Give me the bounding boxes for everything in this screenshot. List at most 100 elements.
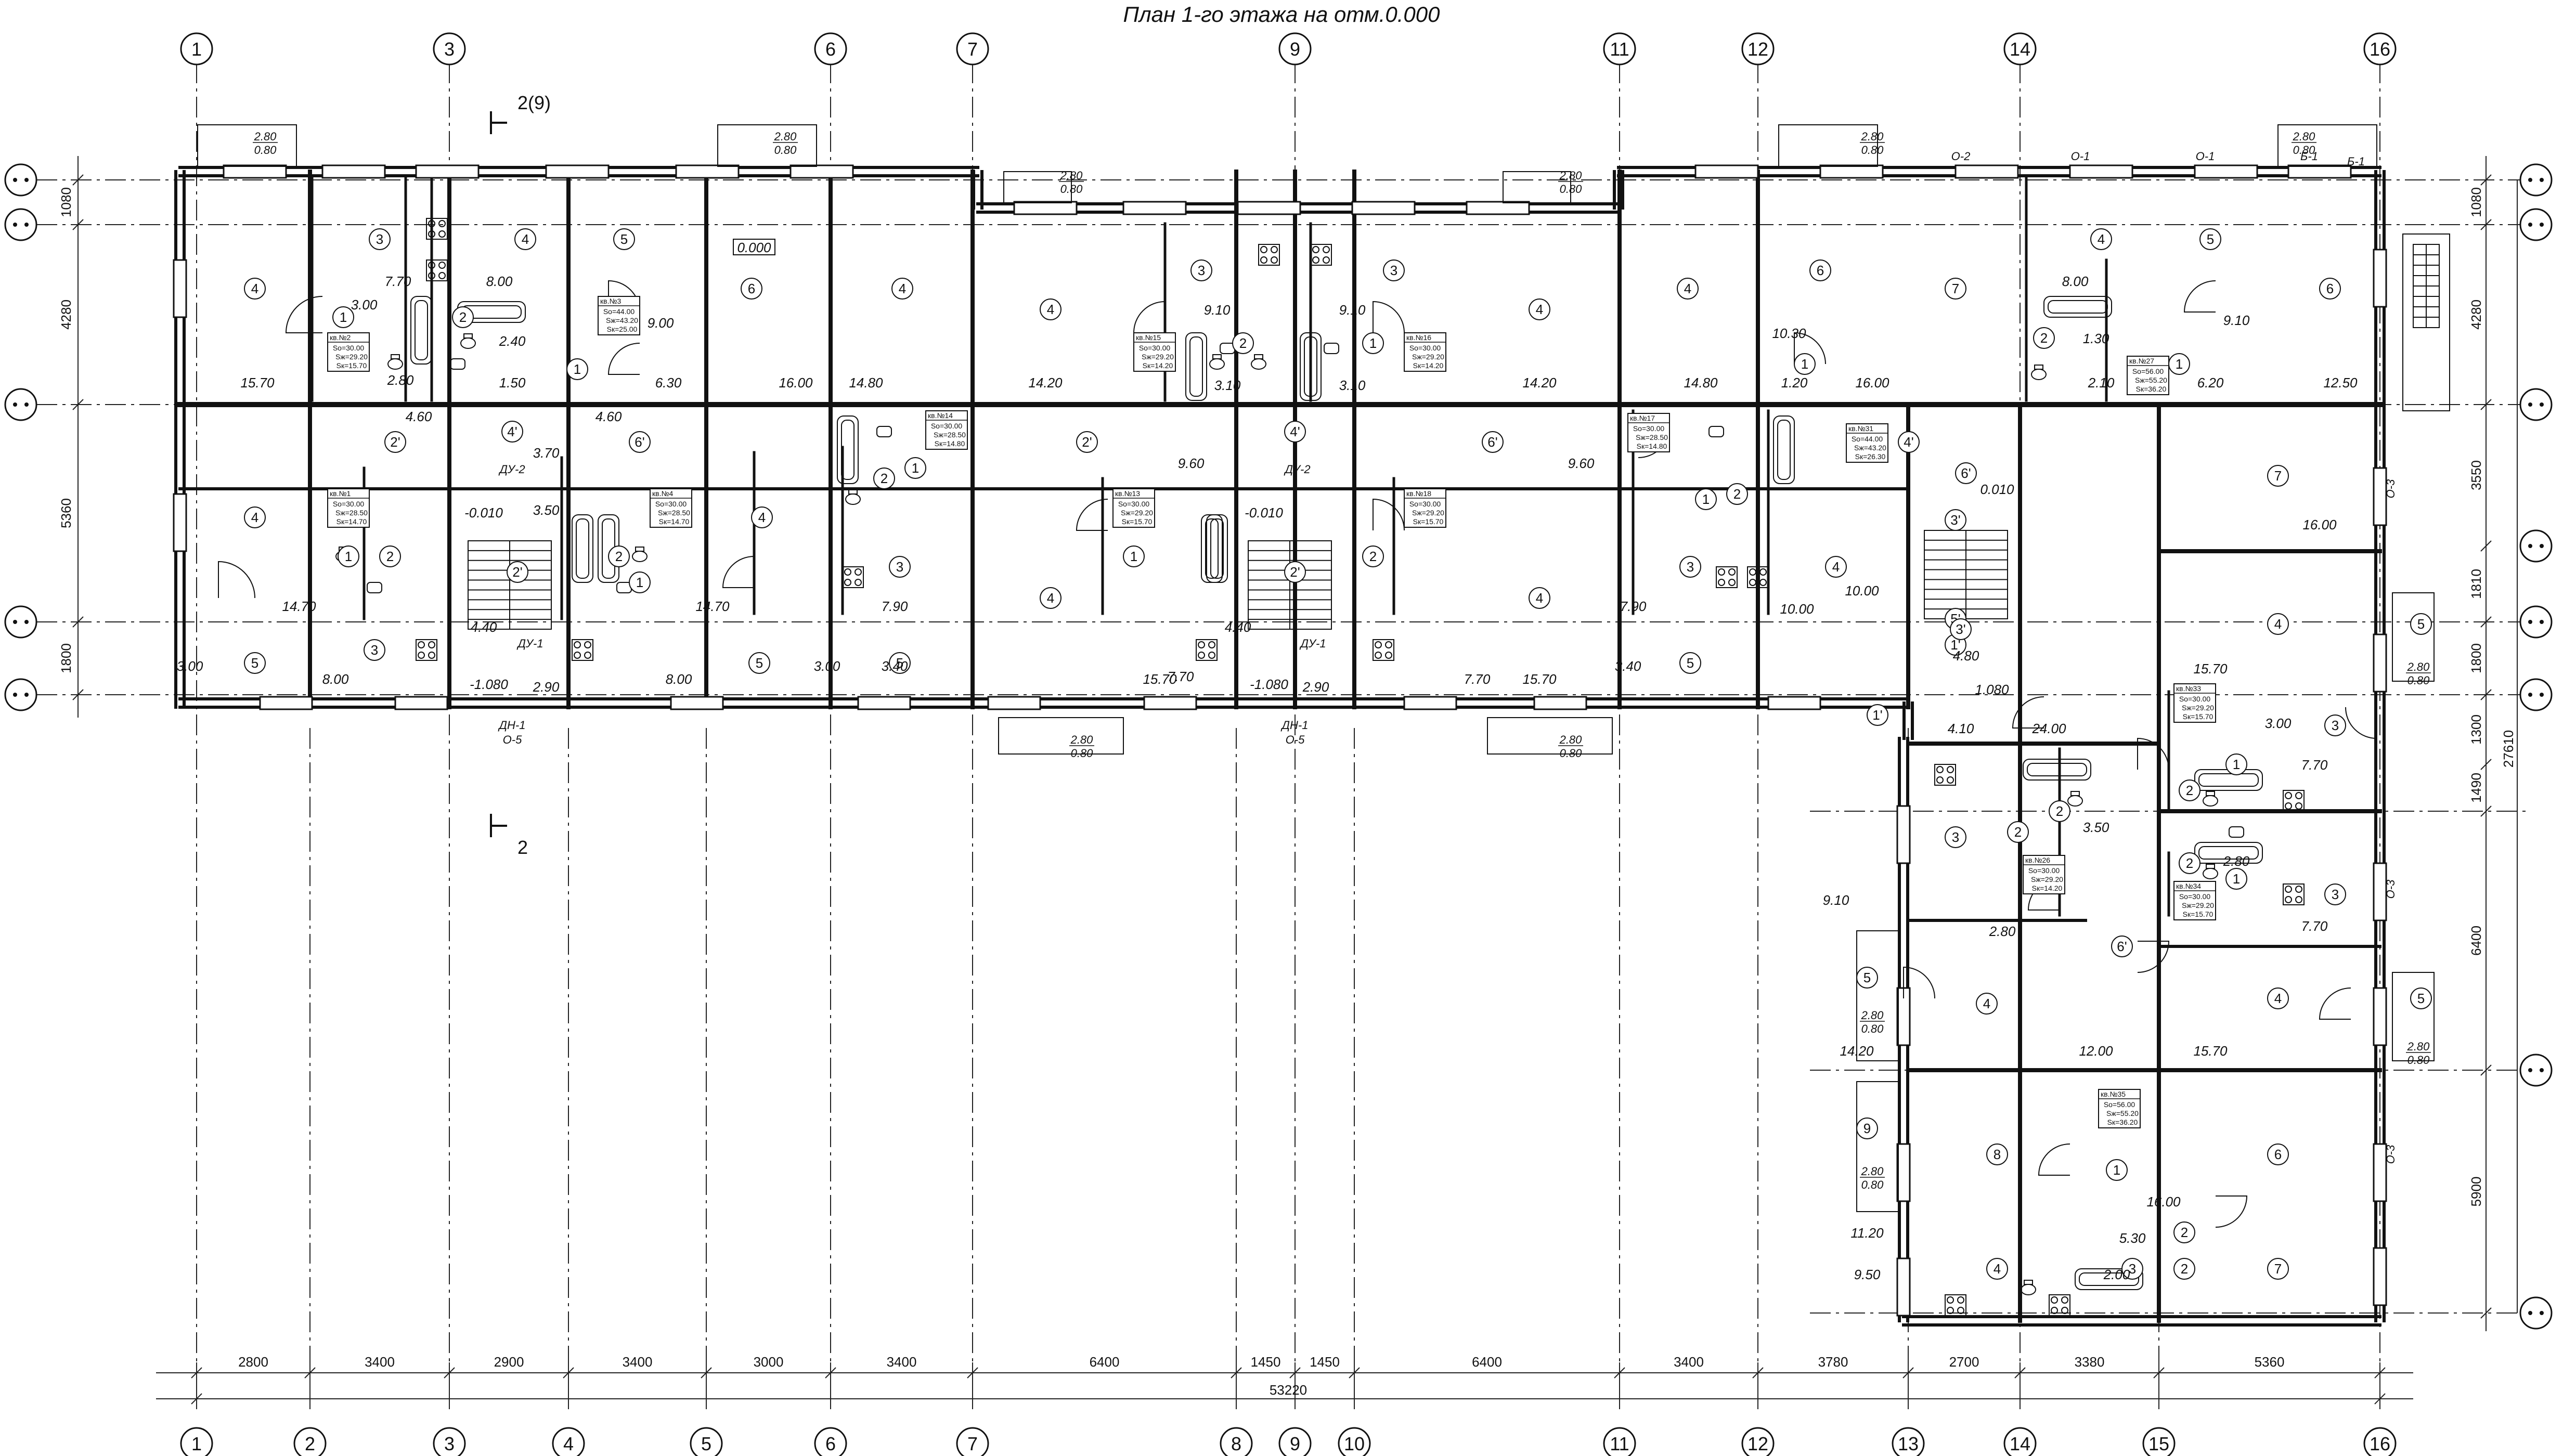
axis-label: 1 [191, 38, 202, 60]
room-number: 2 [2040, 330, 2048, 346]
axis-bubble [814, 32, 847, 66]
toilet-tank [2206, 864, 2215, 869]
room-circle [613, 228, 635, 250]
apartment-box [2023, 855, 2065, 894]
room-circle [1726, 483, 1748, 505]
axis-bubble [180, 32, 213, 66]
sink [367, 582, 382, 593]
room-area: 3.10 [1214, 378, 1241, 393]
room-circle [2090, 228, 2112, 250]
room-number: 4 [758, 510, 766, 525]
dim-tick [72, 689, 84, 700]
door [2012, 696, 2044, 729]
window [789, 164, 854, 179]
dim-value: 6400 [2468, 926, 2484, 956]
element-label: О-5 [503, 733, 522, 746]
room-area: 3.50 [533, 502, 560, 518]
dim-tick [2374, 1393, 2386, 1405]
room-number: 3' [1956, 621, 1965, 637]
doors [218, 280, 2377, 1228]
room-area: 9.00 [648, 315, 674, 331]
axis-bubble [1220, 1427, 1253, 1456]
axis-bubble [2519, 208, 2553, 241]
level-mark: -0.010 [464, 505, 503, 521]
axis-dot [24, 223, 29, 227]
stove-burner [1385, 641, 1392, 648]
axis-label: 12 [1748, 1433, 1768, 1454]
axis-bubble [814, 1427, 847, 1456]
window [394, 696, 448, 710]
level-mark: 0.000 [737, 240, 771, 255]
stove-burner [428, 652, 435, 659]
balcony-size-w: 2.80 [1559, 733, 1583, 746]
room-circle [2319, 278, 2341, 300]
sink [876, 426, 892, 437]
stove-burner [1198, 641, 1205, 648]
room-number: 3 [896, 559, 903, 575]
apartment-number: кв.№18 [1406, 489, 1431, 498]
window [173, 259, 187, 318]
axis-dot [13, 223, 17, 227]
axis-bubble [2142, 1427, 2176, 1456]
balcony [2392, 592, 2435, 682]
apartment-living-area: Sж=43.20 [1854, 444, 1886, 452]
room-number: 6 [2326, 281, 2334, 296]
axis-bubble [1892, 1427, 1925, 1456]
room-circle [1529, 298, 1550, 320]
stove-burner [1947, 766, 1954, 773]
room-circle [1898, 431, 1920, 453]
axis-label: 12 [1748, 38, 1768, 60]
balcony [998, 717, 1124, 755]
axis-dot [2540, 693, 2544, 697]
toilet [1209, 358, 1225, 370]
bathtub-inner [2198, 773, 2259, 787]
dim-value: 4280 [58, 300, 74, 330]
room-area: 5.30 [2119, 1230, 2146, 1246]
axis-dot [13, 620, 17, 624]
balcony-size-d: 0.80 [2407, 1054, 2430, 1067]
stove-burner [1260, 246, 1267, 253]
room-area: 9.60 [1568, 456, 1595, 471]
apartment-total-area: Sо=30.00 [2179, 695, 2211, 703]
room-area: 14.70 [282, 599, 316, 614]
room-area: 8.00 [322, 671, 349, 687]
window [1351, 201, 1416, 215]
bathtub-inner [2079, 1272, 2139, 1286]
room-area: 15.70 [240, 375, 275, 391]
sink [2229, 826, 2244, 838]
axis-label: 8 [1231, 1433, 1241, 1454]
room-area: 7.90 [1620, 599, 1647, 614]
dim-tick [2480, 399, 2492, 410]
room-circle [1190, 259, 1212, 281]
room-number: 2' [1082, 434, 1092, 450]
room-area: 10.00 [1845, 583, 1879, 599]
room-circle [244, 652, 266, 674]
window [1466, 201, 1530, 215]
window [1533, 696, 1587, 710]
axis-bubble [433, 1427, 466, 1456]
room-area: 6.20 [2197, 375, 2224, 391]
room-number: 2 [459, 309, 467, 325]
room-area: 9.10 [1823, 892, 1849, 908]
room-area: 8.00 [2062, 274, 2089, 289]
axis-label: 11 [1610, 1433, 1629, 1454]
stove-burner [1312, 246, 1319, 253]
axis-label: 4 [563, 1433, 574, 1454]
window [2373, 1143, 2387, 1202]
dim-tick [2480, 174, 2492, 186]
toilet [2021, 1284, 2036, 1295]
room-number: 3' [1950, 512, 1960, 528]
room-number: 1 [1369, 335, 1377, 351]
bathtub-inner [1210, 518, 1224, 579]
level-mark: -0.010 [1245, 505, 1283, 521]
window [415, 164, 480, 179]
dim-value: 1490 [2468, 773, 2484, 803]
apartment-living-area: Sж=29.20 [1412, 509, 1444, 517]
apartment-living-area: Sж=29.20 [1142, 353, 1174, 361]
balcony [2392, 972, 2435, 1061]
stove-burner [1728, 579, 1736, 586]
balcony-size-d: 0.80 [2407, 674, 2430, 687]
stove-burner [1260, 256, 1267, 264]
